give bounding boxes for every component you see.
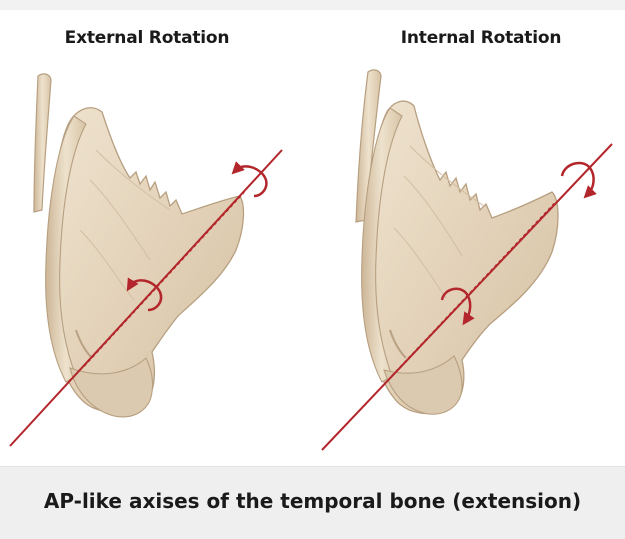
- rotation-arrow-icon: [560, 161, 597, 199]
- rotation-arrow-icon: [126, 277, 163, 312]
- right-mastoid: [383, 355, 463, 415]
- left-temporal-bone: [33, 73, 245, 418]
- rotation-arrow-icon: [231, 161, 268, 198]
- temporal-bone-figure: [9, 69, 613, 451]
- right-temporal-bone: [355, 69, 559, 415]
- figure-caption: AP-like axises of the temporal bone (ext…: [43, 489, 582, 513]
- illustration-panel: External Rotation Internal Rotation: [0, 10, 625, 466]
- external-rotation-title: External Rotation: [64, 28, 230, 48]
- right-squama: [367, 100, 559, 415]
- left-mastoid: [69, 357, 154, 418]
- caption-bar: AP-like axises of the temporal bone (ext…: [0, 466, 625, 539]
- internal-rotation-title: Internal Rotation: [400, 28, 562, 48]
- rotation-arrow-icon: [440, 287, 475, 326]
- right-axis-dashed: [391, 201, 557, 377]
- left-styloid: [33, 73, 52, 213]
- left-rim: [45, 115, 87, 383]
